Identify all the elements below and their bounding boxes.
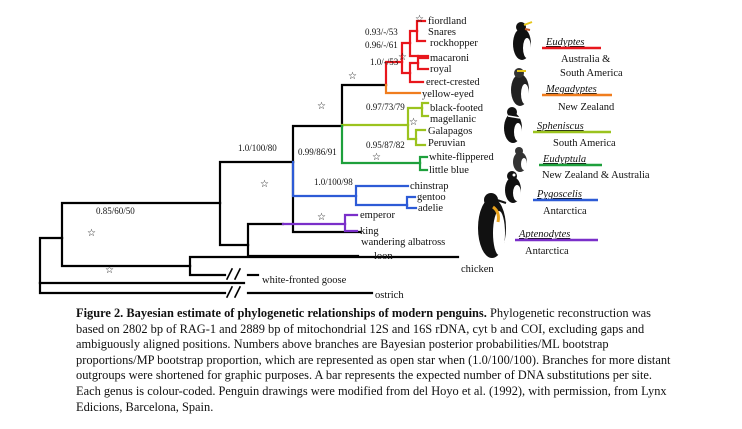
- taxon-emperor: emperor: [360, 210, 395, 221]
- taxon-little-blue: little blue: [429, 165, 469, 176]
- support-star-icon: ☆: [398, 52, 407, 63]
- region-aptenodytes: Antarctica: [525, 246, 569, 257]
- support-stars: ☆ ☆ ☆ ☆ ☆ ☆ ☆ ☆ ☆ ☆: [87, 14, 424, 276]
- taxon-white-fronted-goose: white-fronted goose: [262, 275, 347, 286]
- support-value: 0.93/-/53: [365, 27, 398, 37]
- taxon-king: king: [360, 226, 379, 237]
- eudyptula-penguin-icon: [513, 147, 527, 172]
- taxon-royal: royal: [430, 64, 452, 75]
- aptenodytes-penguin-icon: [478, 193, 507, 258]
- spheniscus-penguin-icon: [504, 107, 522, 143]
- support-star-icon: ☆: [372, 152, 381, 163]
- support-star-icon: ☆: [105, 265, 114, 276]
- genus-aptenodytes: Aptenodytes: [518, 229, 570, 240]
- support-value: 0.97/73/79: [366, 102, 405, 112]
- genus-legend: Eudyptes Australia & South America Megad…: [515, 37, 650, 257]
- taxon-labels: fiordland Snares rockhopper macaroni roy…: [262, 16, 494, 300]
- taxon-macaroni: macaroni: [430, 53, 469, 64]
- support-star-icon: ☆: [260, 179, 269, 190]
- caption-title: Figure 2. Bayesian estimate of phylogene…: [76, 306, 487, 320]
- region-spheniscus: South America: [553, 138, 616, 149]
- figure-caption: Figure 2. Bayesian estimate of phylogene…: [76, 306, 676, 415]
- tree-aptenodytes-branches: [281, 213, 359, 233]
- genus-megadyptes: Megadyptes: [545, 84, 597, 95]
- megadyptes-penguin-icon: [511, 68, 529, 106]
- support-value: 0.96/-/61: [365, 40, 398, 50]
- support-value: 0.85/60/50: [96, 206, 135, 216]
- penguin-drawings: [478, 21, 533, 258]
- taxon-adelie: adelie: [418, 203, 443, 214]
- support-star-icon: ☆: [415, 14, 424, 25]
- tree-eudyptes-branches: [384, 19, 430, 87]
- region-pygoscelis: Antarctica: [543, 206, 587, 217]
- branch-break-marks: [225, 267, 242, 299]
- support-value: 0.99/86/91: [298, 147, 337, 157]
- taxon-ostrich: ostrich: [375, 290, 404, 300]
- region-eudyptes-2: South America: [560, 68, 623, 79]
- support-value: 1.0/-/53: [370, 57, 399, 67]
- support-star-icon: ☆: [317, 101, 326, 112]
- taxon-chinstrap: chinstrap: [410, 181, 449, 192]
- tree-eudyptula-branches: [340, 124, 429, 172]
- region-eudyptula: New Zealand & Australia: [542, 170, 650, 181]
- region-megadyptes: New Zealand: [558, 102, 615, 113]
- taxon-snares: Snares: [428, 27, 456, 38]
- support-value: 1.0/100/98: [314, 177, 353, 187]
- genus-eudyptula: Eudyptula: [542, 154, 586, 165]
- taxon-erect-crested: erect-crested: [426, 77, 480, 88]
- pygoscelis-penguin-icon: [505, 171, 521, 203]
- genus-eudyptes: Eudyptes: [545, 37, 585, 48]
- taxon-yellow-eyed: yellow-eyed: [422, 89, 475, 100]
- tree-megadyptes-branch: [384, 83, 422, 95]
- genus-pygoscelis: Pygoscelis: [536, 189, 582, 200]
- caption-body: Phylogenetic reconstruction was based on…: [76, 306, 671, 414]
- taxon-chicken: chicken: [461, 264, 494, 275]
- support-star-icon: ☆: [409, 117, 418, 128]
- support-star-icon: ☆: [348, 71, 357, 82]
- tree-pygoscelis-branches: [291, 160, 418, 210]
- support-value: 0.95/87/82: [366, 140, 405, 150]
- support-star-icon: ☆: [317, 212, 326, 223]
- phylogenetic-tree: fiordland Snares rockhopper macaroni roy…: [38, 14, 650, 300]
- taxon-loon: loon: [374, 251, 393, 262]
- taxon-black-footed: black-footed: [430, 103, 484, 114]
- taxon-gentoo: gentoo: [417, 192, 446, 203]
- genus-spheniscus: Spheniscus: [537, 121, 584, 132]
- taxon-fiordland: fiordland: [428, 16, 467, 27]
- taxon-white-flippered: white-flippered: [429, 152, 494, 163]
- eudyptes-penguin-icon: [513, 21, 533, 60]
- support-values: 0.93/-/53 0.96/-/61 1.0/-/53 0.97/73/79 …: [96, 27, 405, 216]
- region-eudyptes: Australia &: [561, 54, 610, 65]
- taxon-galapagos: Galapagos: [428, 126, 472, 137]
- support-star-icon: ☆: [87, 228, 96, 239]
- tree-black-branches: [38, 83, 460, 295]
- taxon-peruvian: Peruvian: [428, 138, 466, 149]
- support-value: 1.0/100/80: [238, 143, 277, 153]
- taxon-wandering-albatross: wandering albatross: [361, 237, 445, 248]
- taxon-rockhopper: rockhopper: [430, 38, 478, 49]
- taxon-magellanic: magellanic: [430, 114, 476, 125]
